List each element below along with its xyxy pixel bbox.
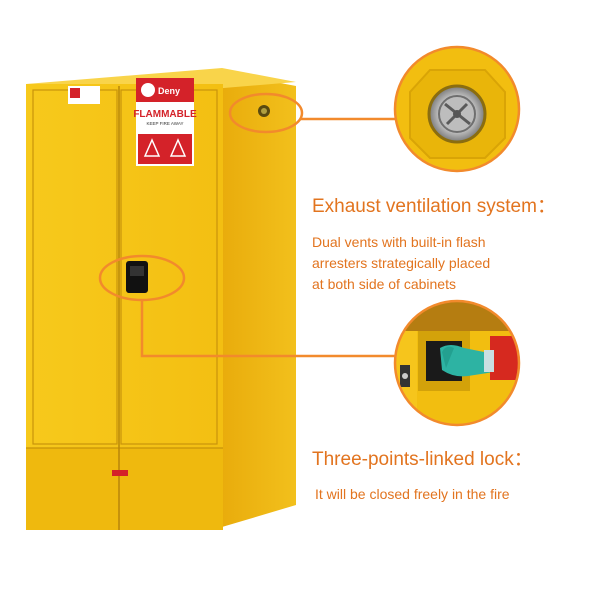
vent-zoom-circle bbox=[393, 45, 521, 173]
lock-heading: Three-points-linked lock： bbox=[312, 449, 533, 470]
lock-zoom-circle bbox=[393, 299, 521, 427]
svg-text:Deny: Deny bbox=[158, 86, 180, 96]
exhaust-ventilation-heading: Exhaust ventilation system： bbox=[312, 196, 556, 217]
cabinet: Deny FLAMMABLE KEEP FIRE AWAY bbox=[26, 68, 296, 530]
svg-text:KEEP FIRE AWAY: KEEP FIRE AWAY bbox=[146, 121, 183, 126]
cabinet-side-panel bbox=[222, 72, 296, 527]
lock-description: It will be closed freely in the fire bbox=[315, 486, 510, 502]
vent-highlight-ellipse bbox=[228, 92, 304, 134]
flammable-label: Deny FLAMMABLE KEEP FIRE AWAY bbox=[133, 78, 197, 166]
door-handle bbox=[126, 261, 148, 293]
base-label bbox=[112, 470, 128, 476]
svg-text:FLAMMABLE: FLAMMABLE bbox=[133, 109, 197, 120]
exhaust-ventilation-description: Dual vents with built-in flash arresters… bbox=[312, 234, 491, 292]
handle-connector-line bbox=[140, 300, 398, 358]
cabinet-base bbox=[26, 448, 223, 530]
